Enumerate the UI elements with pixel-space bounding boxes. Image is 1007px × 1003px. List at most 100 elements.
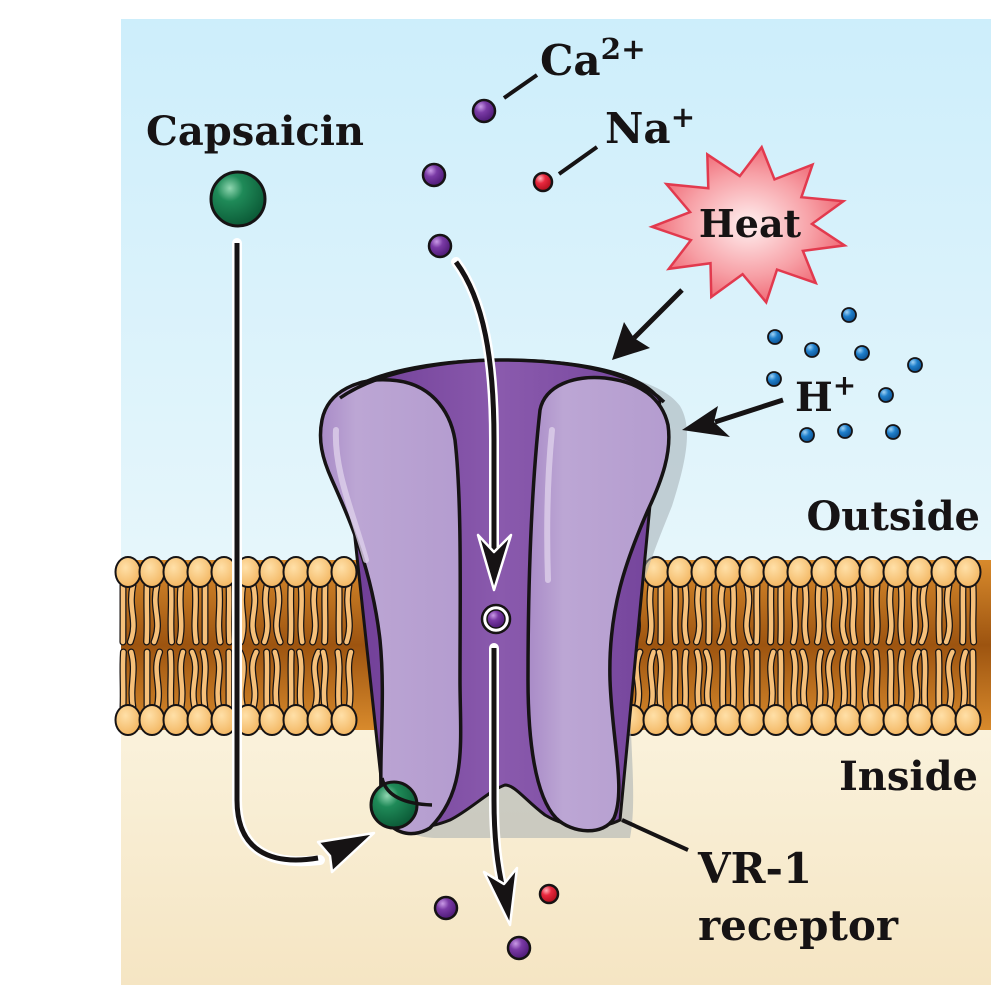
lipid-tail — [168, 582, 174, 645]
lipid-tail — [262, 582, 270, 645]
lipid-head — [282, 704, 310, 736]
lipid-tail — [694, 582, 702, 645]
lipid-head — [906, 704, 934, 736]
lipid-tail — [840, 649, 848, 711]
vr1-receptor-channel — [318, 358, 671, 836]
lipid-tail — [936, 582, 942, 645]
lipid-tail — [946, 649, 955, 711]
lipid-tail — [288, 582, 294, 645]
lipid-head — [642, 704, 670, 736]
lipid-tail — [717, 582, 726, 645]
lipid-head — [330, 556, 358, 588]
lipid-tail — [335, 649, 342, 711]
lipid-head — [954, 704, 982, 736]
lipid-tail — [250, 582, 259, 645]
lipid-head — [666, 556, 694, 588]
lipid-tail — [744, 582, 753, 645]
lipid-tail — [634, 649, 643, 711]
calcium-ion — [506, 935, 532, 961]
lipid-tail — [791, 582, 798, 645]
lipid-tail — [826, 649, 835, 711]
proton — [841, 307, 857, 323]
lipid-tail — [720, 649, 726, 711]
sodium-ion — [532, 171, 554, 193]
lipid-head — [282, 556, 310, 588]
lipid-tail — [873, 649, 880, 711]
lipid-tail — [128, 582, 136, 645]
lipid-head — [762, 556, 790, 588]
lipid-tail — [646, 582, 654, 645]
lipid-tail — [298, 582, 305, 645]
inside-label: Inside — [839, 753, 978, 800]
proton — [799, 427, 815, 443]
receptor-leader-line — [621, 818, 689, 852]
lipid-tail — [672, 649, 678, 711]
proton — [766, 371, 782, 387]
lipid-bilayer — [114, 556, 991, 736]
calcium-ion — [427, 233, 453, 259]
lipid-tail — [274, 582, 283, 645]
lipid-tail — [297, 649, 304, 711]
lipid-tail — [648, 649, 656, 711]
lipid-tail — [250, 649, 259, 711]
receptor-label-line2: receptor — [698, 901, 899, 950]
lipid-tail — [790, 649, 798, 711]
capsaicin-path-arrow — [232, 238, 376, 874]
capsaicin-label: Capsaicin — [146, 108, 364, 155]
lipid-tail — [802, 582, 809, 645]
lipid-head — [306, 704, 334, 736]
lipid-head — [810, 704, 838, 736]
lipid-head — [786, 556, 814, 588]
lipid-tail — [850, 582, 857, 645]
proton — [885, 424, 901, 440]
lipid-head — [114, 704, 142, 736]
lipid-head — [258, 704, 286, 736]
sodium-ion — [538, 883, 560, 905]
lipid-tail — [189, 649, 198, 711]
lipid-tail — [310, 582, 318, 645]
lipid-head — [882, 556, 910, 588]
lipid-head — [690, 704, 718, 736]
calcium-ion — [421, 162, 447, 188]
lipid-tail — [656, 649, 664, 711]
ion-exit-arrow — [482, 643, 519, 927]
calcium-ion — [433, 895, 459, 921]
lipid-head — [834, 556, 862, 588]
lipid-tail — [192, 582, 199, 645]
lipid-tail — [694, 649, 702, 711]
lipid-tail — [816, 649, 824, 711]
lipid-head — [666, 704, 694, 736]
lipid-tail — [743, 649, 750, 711]
lipid-head — [306, 556, 334, 588]
outside-label: Outside — [806, 493, 980, 540]
lipid-tail — [911, 582, 918, 645]
proton-label: H+ — [795, 369, 856, 421]
lipid-tail — [216, 582, 223, 645]
lipid-head — [882, 704, 910, 736]
lipid-tail — [312, 649, 321, 711]
proton-arrow — [682, 397, 784, 437]
lipid-tail — [754, 582, 760, 645]
calcium-label: Ca2+ — [540, 31, 646, 85]
lipid-tail — [815, 582, 822, 645]
lipid-head — [138, 704, 166, 736]
proton — [837, 423, 853, 439]
calcium-ion — [471, 98, 497, 124]
lipid-tail — [703, 649, 712, 711]
lipid-tail — [272, 649, 280, 711]
lipid-head — [162, 704, 190, 736]
lipid-head — [930, 556, 958, 588]
proton — [767, 329, 783, 345]
lipid-tail — [200, 649, 208, 711]
lipid-tail — [672, 582, 678, 645]
lipid-head — [858, 704, 886, 736]
lipid-tail — [970, 582, 976, 645]
lipid-head — [186, 556, 214, 588]
lipid-tail — [873, 582, 880, 645]
lipid-tail — [898, 649, 905, 711]
proton — [804, 342, 820, 358]
lipid-tail — [886, 582, 894, 645]
lipid-tail — [128, 649, 136, 711]
lipid-tail — [177, 582, 184, 645]
lipid-head — [162, 556, 190, 588]
